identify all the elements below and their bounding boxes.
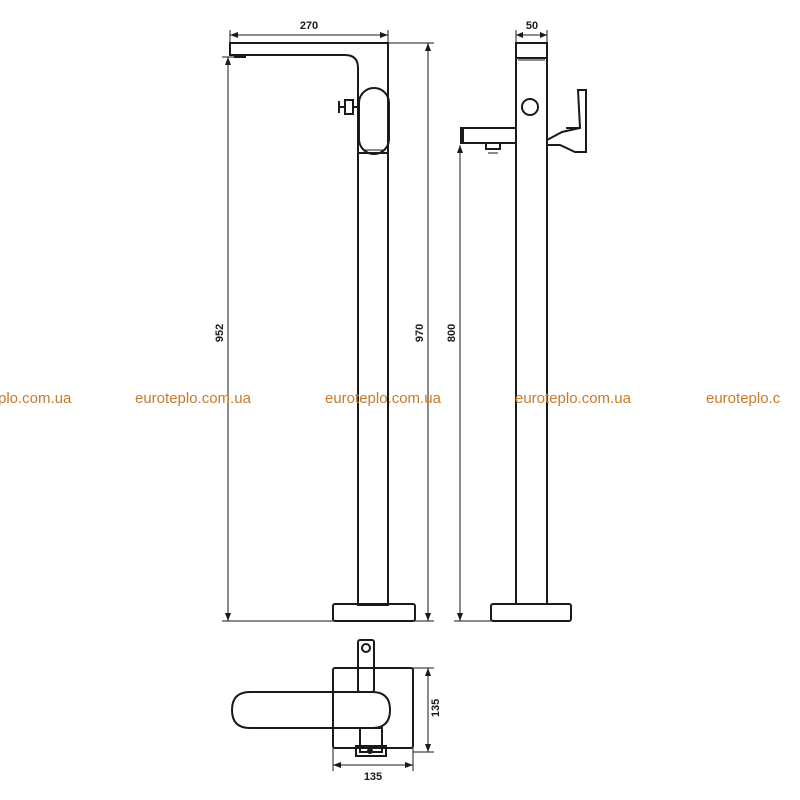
side-spout — [460, 127, 517, 154]
top-width-label: 135 — [364, 771, 382, 783]
side-depth-label: 50 — [526, 20, 538, 32]
side-lever — [546, 89, 587, 153]
front-dim-width: 270 — [229, 20, 389, 43]
watermark: euroteplo.com.ua — [515, 390, 632, 407]
watermark: euroteplo.c — [706, 390, 781, 407]
watermark: euroteplo.com.ua — [135, 390, 252, 407]
top-dim-135-vertical: 135 — [413, 667, 442, 753]
top-spout — [230, 691, 392, 729]
side-top-cap — [515, 42, 548, 59]
front-dim-952: 952 — [214, 56, 333, 622]
side-dim-800: 800 — [446, 145, 491, 622]
front-handle — [358, 87, 390, 155]
top-dim-135-horizontal: 135 — [332, 748, 414, 783]
side-outlet-height-label: 800 — [446, 324, 458, 342]
front-spout-height-label: 952 — [214, 324, 226, 342]
side-view — [460, 42, 587, 622]
top-shower-connector — [357, 639, 375, 693]
front-spout — [229, 42, 389, 154]
front-base — [332, 603, 416, 622]
front-dim-970: 970 — [388, 42, 434, 622]
front-total-height-label: 970 — [414, 324, 426, 342]
side-column — [515, 57, 548, 605]
top-lever — [355, 727, 387, 757]
front-column — [357, 152, 389, 606]
side-base — [490, 603, 572, 622]
front-shower-connector — [338, 99, 359, 115]
watermark-row: plo.com.ua euroteplo.com.ua euroteplo.co… — [0, 390, 781, 407]
watermark: plo.com.ua — [0, 390, 72, 407]
top-view — [230, 639, 414, 757]
watermark: euroteplo.com.ua — [325, 390, 442, 407]
front-width-label: 270 — [300, 20, 318, 32]
top-depth-label: 135 — [430, 699, 442, 717]
side-dim-50: 50 — [515, 20, 548, 43]
front-view — [229, 42, 416, 622]
side-connector — [521, 98, 539, 116]
